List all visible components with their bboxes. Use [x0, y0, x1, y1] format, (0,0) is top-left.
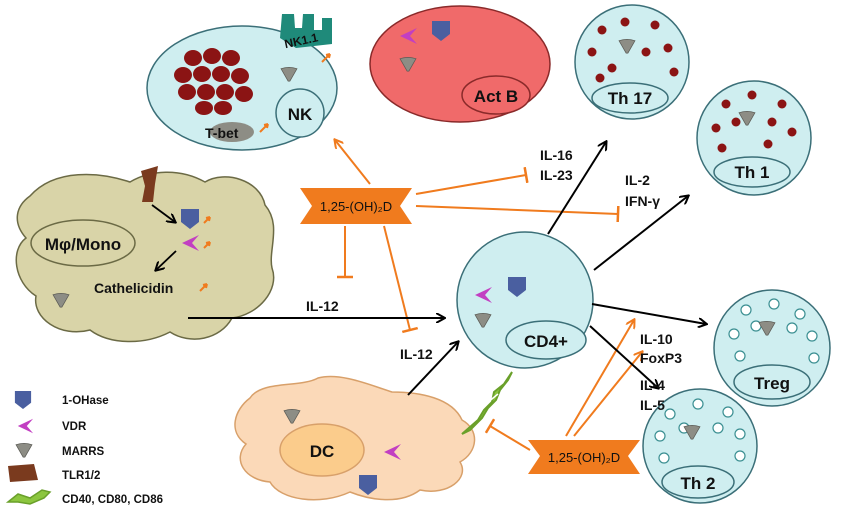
mono-nucleus — [30, 219, 136, 267]
treg-vesicles — [728, 298, 820, 364]
nk-nucleus — [275, 88, 325, 138]
legend-vdr-icon — [17, 418, 34, 434]
treg-nucleus — [733, 364, 811, 400]
cd4-to-th1-arrow — [593, 196, 688, 271]
nk-cell: NK1.1 NK T-bet — [146, 14, 338, 151]
treg-cell: Treg — [713, 289, 831, 407]
legend-label-marrs: MARRS — [62, 446, 104, 458]
granules — [174, 48, 253, 115]
tlr-icon — [141, 166, 158, 202]
mono-cell: Mφ/Mono Cathelicidin — [15, 166, 275, 343]
nk11-up-arrow-icon — [321, 53, 331, 63]
th1-cell: Th 1 — [696, 80, 812, 196]
il12-dc-label: IL-12 — [400, 346, 433, 362]
cd4-to-th17-arrow — [547, 142, 606, 235]
cd4-to-th2-arrow — [589, 325, 658, 388]
il2-label: IL-2 — [625, 172, 650, 188]
act-b-cell: Act B — [369, 5, 551, 123]
dc-cell: DC — [234, 375, 476, 501]
legend-label-vdr: VDR — [62, 421, 87, 433]
vitd-top: 1,25-(OH)₂D — [300, 188, 412, 224]
legend-label-cd40: CD40, CD80, CD86 — [62, 494, 163, 506]
legend-ohase-icon — [14, 391, 32, 409]
th17-granules — [587, 17, 679, 83]
signal-arrows — [188, 142, 706, 396]
legend-marrs-icon — [15, 442, 33, 458]
cd4-to-treg-arrow — [591, 303, 706, 324]
nk-label: NK — [288, 105, 313, 124]
il4-label: IL-4 — [640, 377, 665, 393]
il5-label: IL-5 — [640, 397, 665, 413]
tbet-blob — [210, 122, 254, 142]
cd4-nucleus — [505, 320, 587, 360]
il16-label: IL-16 — [540, 147, 573, 163]
vitd-bottom-label: 1,25-(OH)₂D — [548, 450, 620, 465]
dc-nucleus — [279, 423, 365, 477]
ifng-label: IFN-γ — [625, 193, 660, 209]
th2-cell: Th 2 — [642, 388, 758, 504]
th17-label: Th 17 — [608, 89, 652, 108]
il12-mono-label: IL-12 — [306, 298, 339, 314]
vdr-up-arrow-icon — [203, 241, 211, 249]
vitd-inhibit-il16-line — [415, 166, 529, 195]
legend-label-ohase: 1-OHase — [62, 395, 109, 407]
th17-cell: Th 17 — [574, 4, 690, 120]
vitd-inhibit-dc-line — [383, 225, 419, 334]
th2-nucleus — [661, 465, 735, 499]
th2-label: Th 2 — [681, 474, 716, 493]
mono-body — [15, 171, 275, 343]
il10-label: IL-10 — [640, 331, 673, 347]
vitd-to-nk-arrow — [335, 140, 371, 185]
dc-to-cd4-arrow — [407, 342, 458, 396]
th1-nucleus — [713, 156, 791, 188]
th2-vesicles — [654, 398, 746, 464]
treg-label: Treg — [754, 374, 790, 393]
vitd-bottom: 1,25-(OH)₂D — [528, 440, 640, 474]
act-b-label: Act B — [474, 87, 518, 106]
tbet-label: T-bet — [205, 125, 239, 141]
th17-nucleus — [591, 82, 669, 114]
vitd-to-il4-arrow — [573, 352, 642, 437]
vitd-inhibit-il2-line — [415, 205, 620, 223]
legend-label-tlr: TLR1/2 — [62, 470, 100, 482]
legend-tlr-icon — [8, 464, 38, 482]
cd4-cell: CD4+ — [456, 231, 594, 369]
vdr-to-cathelicidin-arrow — [156, 250, 177, 270]
vitd-connections — [335, 140, 642, 451]
ohase-up-arrow-icon — [203, 216, 211, 224]
vitd-to-il10-arrow — [565, 320, 634, 437]
foxp3-label: FoxP3 — [640, 350, 682, 366]
th1-granules — [711, 90, 797, 153]
tlr-to-ohase-arrow — [151, 204, 175, 222]
cd40-linker-icon — [461, 371, 513, 435]
vitd-bottom-shape — [528, 440, 640, 474]
vitd-top-label: 1,25-(OH)₂D — [320, 199, 392, 214]
legend: 1-OHase VDR MARRS TLR1/2 CD40, CD80, CD8… — [5, 391, 163, 506]
mono-label: Mφ/Mono — [45, 235, 121, 254]
legend-cd40-icon — [5, 489, 52, 505]
cathelicidin-up-arrow-icon — [199, 283, 208, 292]
cd4-label: CD4+ — [524, 332, 568, 351]
vitd-top-shape — [300, 188, 412, 224]
act-b-nucleus — [461, 75, 531, 115]
cathelicidin-label: Cathelicidin — [94, 280, 173, 296]
tbet-up-arrow-icon — [259, 123, 269, 133]
th1-label: Th 1 — [735, 163, 770, 182]
nk11-receptor-icon — [280, 14, 332, 48]
dc-label: DC — [310, 442, 335, 461]
nk11-label: NK1.1 — [283, 30, 320, 51]
vitd-inhibit-cd40-line — [484, 418, 531, 451]
il23-label: IL-23 — [540, 167, 573, 183]
